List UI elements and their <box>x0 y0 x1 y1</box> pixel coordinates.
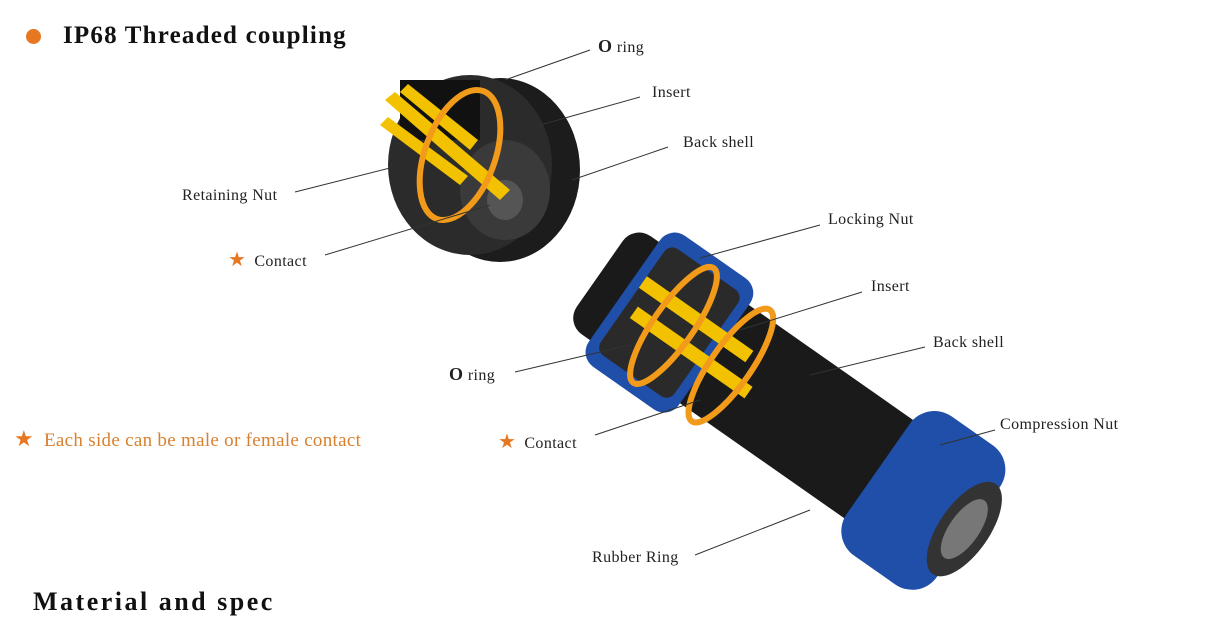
label-receptacle-insert: Insert <box>652 84 691 101</box>
star-icon: ★ <box>228 249 247 271</box>
label-compression-nut: Compression Nut <box>1000 416 1119 433</box>
label-plug-back-shell: Back shell <box>933 334 1005 351</box>
star-icon: ★ <box>14 426 35 451</box>
star-icon: ★ <box>498 431 517 453</box>
label-plug-contact: ★Contact <box>498 431 577 453</box>
receptacle-o-ring <box>416 86 504 224</box>
contact-note: ★Each side can be male or female contact <box>14 426 362 451</box>
label-receptacle-back-shell: Back shell <box>683 134 755 151</box>
label-rubber-ring: Rubber Ring <box>592 549 679 566</box>
compression-nut <box>841 410 1006 590</box>
label-locking-nut: Locking Nut <box>828 211 914 228</box>
label-plug-insert: Insert <box>871 278 910 295</box>
plug-connector <box>573 232 1006 590</box>
label-receptacle-contact: ★Contact <box>228 249 307 271</box>
label-receptacle-o-ring: O ring <box>598 36 645 56</box>
page-title: IP68 Threaded coupling <box>26 22 347 50</box>
leader-lines <box>294 49 996 556</box>
label-retaining-nut: Retaining Nut <box>182 187 278 204</box>
receptacle-connector <box>380 75 580 262</box>
bullet-dot-icon <box>26 28 41 44</box>
section-heading: Material and spec <box>33 587 275 616</box>
label-plug-o-ring: O ring <box>449 364 496 384</box>
title-text: IP68 Threaded coupling <box>63 22 347 49</box>
